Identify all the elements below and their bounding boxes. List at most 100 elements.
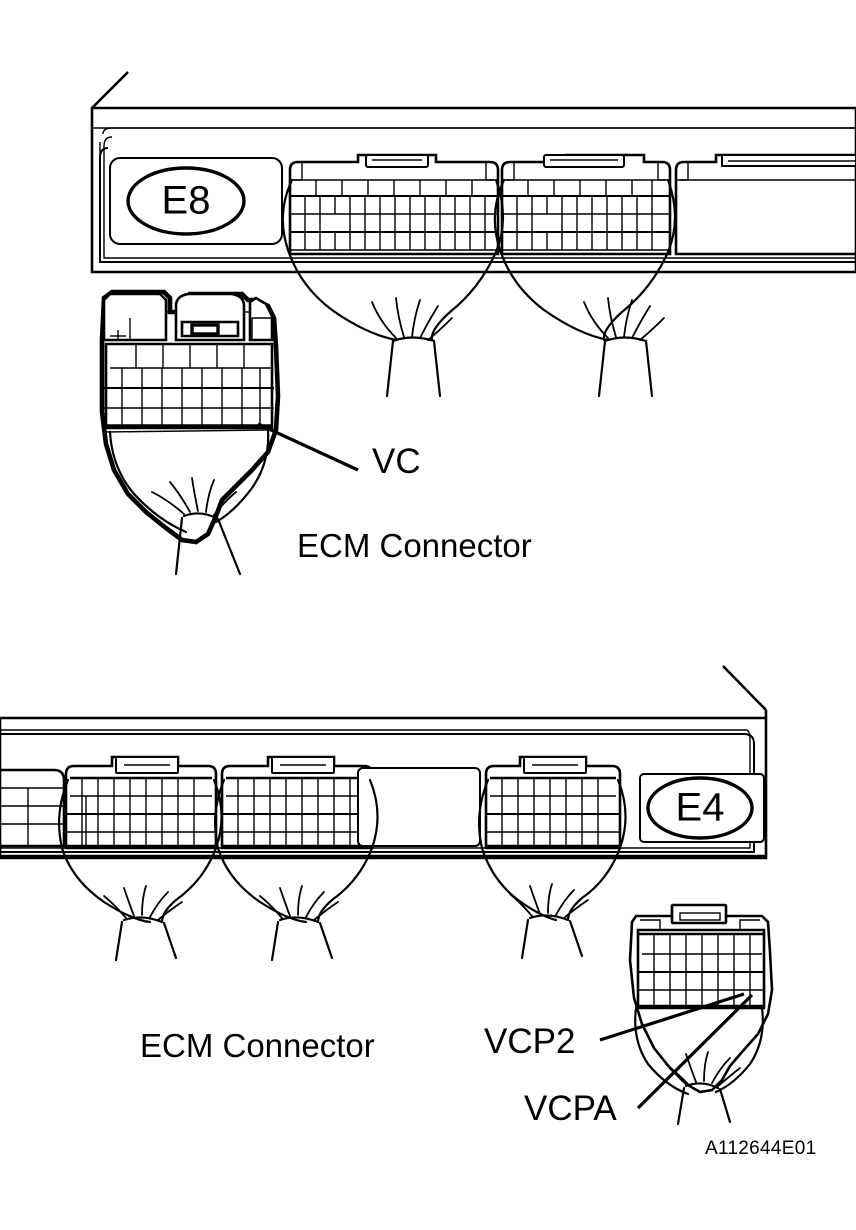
vcpa-connector-latch-groove — [679, 912, 721, 921]
vc-harness-crimp — [182, 512, 218, 520]
vcpa-pin-label: VCPA — [524, 1089, 617, 1128]
lower-harness-2-right-edge — [316, 778, 379, 924]
upper-harness-b-whiskers — [583, 297, 665, 341]
upper-connector-b-col-lines-body — [516, 196, 653, 250]
upper-connector-b-housing — [500, 153, 672, 256]
upper-ecu-inner-shell — [99, 147, 856, 263]
upper-harness-a-cable-right — [432, 339, 442, 398]
vc-harness-whiskers — [151, 477, 237, 516]
lower-harness-2-crimp — [278, 916, 320, 924]
upper-ecu-inner-shell-2 — [103, 136, 856, 259]
vcp2-pin-label: VCP2 — [484, 1022, 576, 1061]
lower-harness-2-cable-right — [318, 921, 334, 960]
lower-harness-1-crimp — [122, 916, 164, 924]
upper-harness-b-cable-right — [644, 339, 654, 398]
upper-harness-a-right-edge — [430, 178, 505, 342]
vc-connector-col-lines-body — [121, 368, 261, 426]
upper-connector-b-col-lines-top — [527, 180, 653, 196]
upper-harness-b — [493, 178, 677, 398]
upper-ecu-corner-chamfer — [91, 71, 129, 109]
lower-harness-2-left-edge — [214, 778, 308, 924]
lower-harness-3-whiskers — [509, 883, 589, 919]
e4-badge-text: E4 — [676, 786, 725, 830]
upper-connector-a-latch — [365, 154, 429, 168]
upper-connector-a-housing — [288, 153, 500, 256]
lower-harness-3-left-edge — [478, 778, 558, 922]
vc-harness-cable-right — [216, 517, 242, 576]
vcpa-harness-cable-left — [676, 1086, 686, 1126]
lower-connector-3 — [484, 755, 622, 850]
e4-badge-oval — [646, 776, 754, 840]
upper-connector-c-housing — [674, 153, 856, 256]
lower-harness-3-cable-right — [568, 919, 584, 958]
upper-ecu-ridge-line-2 — [102, 127, 856, 135]
upper-harness-b-left-edge — [493, 178, 610, 342]
lower-connector-partial-left — [0, 768, 66, 848]
vc-harness-left-edge — [108, 430, 188, 534]
vcpa-harness-right-edge — [714, 1006, 764, 1094]
lower-connector-2-col-lines — [237, 778, 351, 846]
vcpa-connector-latch — [670, 903, 728, 925]
vc-connector-rib-left — [102, 292, 168, 342]
lower-harness-1-cable-right — [162, 921, 178, 960]
vcpa-harness-cable-right — [718, 1087, 732, 1124]
upper-connector-a — [288, 153, 500, 256]
lower-connector-partial-housing — [0, 768, 66, 848]
lower-harness-2 — [214, 778, 379, 962]
upper-connector-b-latch — [543, 154, 625, 168]
vcpa-harness-whiskers — [665, 1051, 741, 1087]
vcpa-harness-left-edge — [634, 1006, 690, 1096]
upper-harness-a-left-edge — [281, 178, 398, 342]
lower-ecm-connector-caption: ECM Connector — [140, 1027, 375, 1064]
vc-connector-rib-right — [248, 296, 274, 342]
lower-ecu-corner-chamfer — [722, 665, 767, 711]
vcpa-connector-top-notch-right — [739, 919, 760, 930]
upper-harness-b-crimp — [603, 336, 648, 343]
upper-harness-a — [281, 178, 505, 398]
lower-harness-3-right-edge — [566, 778, 627, 922]
lower-harness-1-cable-left — [114, 920, 124, 962]
lower-harness-3 — [478, 778, 627, 960]
lower-harness-2-cable-left — [270, 920, 280, 962]
vcpa-connector-col-lines — [653, 934, 751, 1006]
vc-harness-right-edge — [214, 428, 270, 524]
e8-badge-oval — [126, 166, 246, 236]
vc-connector-pin-face — [104, 342, 274, 430]
vc-connector-col-lines-top — [135, 344, 245, 368]
lower-ecu-inner-shell — [0, 733, 755, 853]
lower-connector-2 — [220, 755, 374, 850]
lower-harness-3-crimp — [528, 914, 570, 922]
upper-ecm-connector-caption: ECM Connector — [297, 527, 532, 564]
vcpa-harness-crimp — [684, 1082, 720, 1090]
figure-reference-code: A112644E01 — [705, 1138, 817, 1159]
upper-connector-c-partial — [674, 153, 856, 256]
vc-leader-line — [257, 422, 359, 472]
lower-connector-3-col-lines — [501, 778, 599, 846]
lower-ecu-assembly: E4 — [0, 665, 768, 962]
vcpa-connector-top-notch-left — [640, 919, 661, 930]
vc-connector-lock-bar — [190, 323, 220, 336]
lower-ecu-inner-shell-2 — [0, 729, 751, 849]
upper-connector-a-col-lines-body — [304, 196, 486, 250]
lower-harness-3-cable-left — [520, 918, 530, 960]
e8-badge-text: E8 — [162, 179, 211, 223]
vc-pin-label: VC — [372, 442, 421, 481]
upper-connector-a-col-lines-top — [315, 180, 473, 196]
vc-connector-detail — [99, 289, 359, 576]
vc-harness-cable-left — [174, 516, 184, 576]
vc-connector-bottom-edge-2 — [105, 429, 269, 433]
lower-harness-1-right-edge — [160, 778, 223, 924]
upper-harness-b-cable-left — [597, 339, 607, 398]
lower-harness-1-left-edge — [58, 778, 152, 924]
upper-harness-a-whiskers — [371, 297, 453, 341]
vcpa-connector-detail — [599, 903, 774, 1126]
lower-harness-2-whiskers — [259, 885, 339, 921]
lower-connector-1 — [64, 755, 218, 850]
upper-connector-b — [500, 153, 672, 256]
upper-ecu-assembly: E8 — [90, 71, 856, 398]
lower-connector-1-col-lines — [81, 778, 195, 846]
upper-harness-b-right-edge — [602, 178, 677, 342]
lower-harness-1 — [58, 778, 223, 962]
